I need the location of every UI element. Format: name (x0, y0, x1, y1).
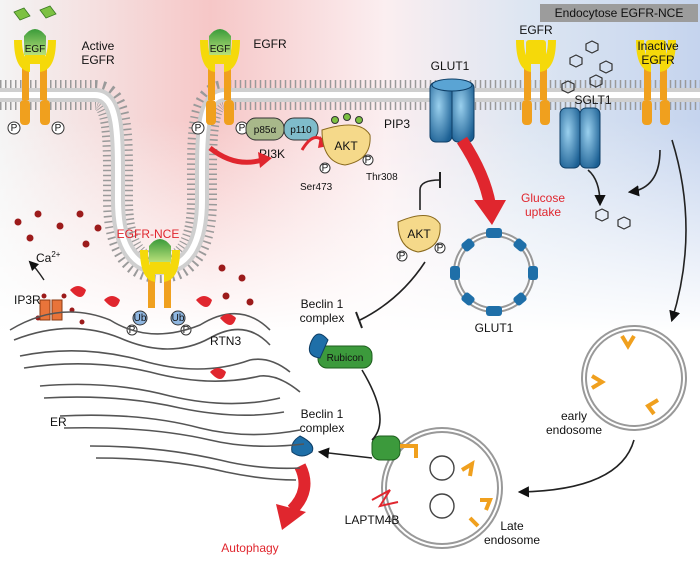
svg-text:P: P (195, 123, 202, 134)
egfr-top-label: EGFR (253, 37, 287, 51)
endoplasmic-reticulum (9, 311, 305, 481)
svg-text:Ub: Ub (134, 313, 147, 324)
glut1-transporter (429, 78, 475, 143)
laptm4b-label: LAPTM4B (345, 513, 400, 527)
egfr-right-label: EGFR (519, 23, 553, 37)
sglt1-transporter (559, 107, 601, 169)
svg-text:AKT: AKT (334, 139, 358, 153)
glucose-uptake-label-2: uptake (525, 205, 561, 219)
inactive-egfr-label-2: EGFR (641, 53, 675, 67)
late-endosome-label-1: Late (500, 519, 524, 533)
glucose-molecules (561, 40, 631, 230)
beclin-b-label-2: complex (300, 421, 345, 435)
title-box: Endocytose EGFR-NCE (540, 4, 698, 22)
egfr-nce-receptor: Ub Ub P P (126, 239, 192, 336)
svg-text:P: P (322, 163, 329, 174)
rtn3-label: RTN3 (210, 334, 241, 348)
glut1-top-label: GLUT1 (431, 59, 470, 73)
glut1-vesicle-label: GLUT1 (475, 321, 514, 335)
diagram-title: Endocytose EGFR-NCE (555, 6, 684, 20)
pip3-label: PIP3 (384, 117, 410, 131)
egfr-receptor-right (516, 40, 556, 125)
active-egfr-label-2: EGFR (81, 53, 115, 67)
calcium-label: Ca2+ (36, 250, 61, 265)
svg-text:P: P (55, 123, 62, 134)
svg-text:P: P (11, 123, 18, 134)
inactive-egfr-label-1: Inactive (637, 39, 679, 53)
egf-label: EGF (25, 44, 46, 55)
akt-membrane: AKT P P (319, 113, 374, 174)
svg-text:AKT: AKT (407, 227, 431, 241)
egfr-receptor-top: EGF P P (191, 29, 249, 135)
svg-text:P: P (399, 251, 406, 262)
late-endosome (371, 427, 503, 549)
early-endosome-label-1: early (561, 409, 587, 423)
late-endosome-label-2: endosome (484, 533, 540, 547)
early-endosome (581, 325, 687, 431)
er-label: ER (50, 415, 67, 429)
beclin-a-label-1: Beclin 1 (301, 297, 344, 311)
thr308-label: Thr308 (366, 172, 398, 183)
akt-cytosol: AKT P P (396, 215, 446, 262)
glut1-vesicle (450, 228, 538, 316)
rubicon-complex: Rubicon (308, 333, 373, 369)
beclin-a-label-2: complex (300, 311, 345, 325)
inactive-egfr-receptor (636, 40, 676, 125)
ip3r-channel (39, 299, 63, 321)
svg-text:p85α: p85α (254, 125, 277, 136)
pi3k-complex: p85α p110 (245, 117, 319, 141)
svg-text:Ub: Ub (172, 313, 185, 324)
rtn3-proteins (70, 286, 236, 379)
ser473-label: Ser473 (300, 182, 333, 193)
egfr-nce-label: EGFR-NCE (117, 227, 180, 241)
early-endosome-label-2: endosome (546, 423, 602, 437)
svg-text:P: P (437, 243, 444, 254)
sglt1-label: SGLT1 (574, 93, 611, 107)
svg-text:P: P (239, 123, 246, 134)
svg-text:EGF: EGF (210, 44, 231, 55)
ip3r-label: IP3R (14, 293, 41, 307)
active-egfr-label-1: Active (82, 39, 115, 53)
svg-text:P: P (365, 155, 372, 166)
svg-text:p110: p110 (290, 125, 312, 136)
glucose-uptake-label-1: Glucose (521, 191, 565, 205)
beclin-b-label-1: Beclin 1 (301, 407, 344, 421)
autophagy-label: Autophagy (221, 541, 278, 555)
svg-text:Rubicon: Rubicon (327, 353, 364, 364)
active-egfr-receptor: EGF P P (7, 5, 65, 135)
